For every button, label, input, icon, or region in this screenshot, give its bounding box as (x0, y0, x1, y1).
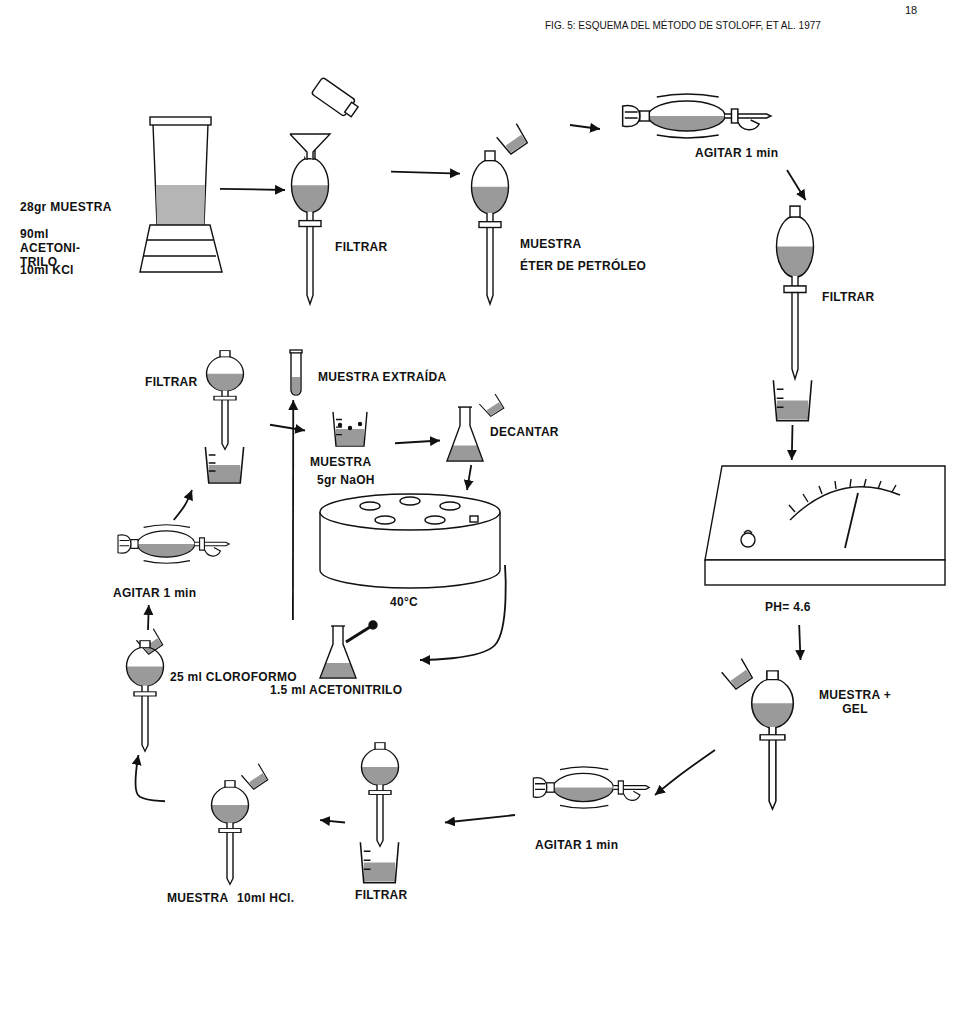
process-step: FILTRAR (140, 345, 270, 490)
flow-arrow (391, 172, 460, 174)
flow-arrow (395, 441, 440, 444)
shaking-funnel (533, 767, 649, 808)
step-label: 1.5 ml ACETONITRILO (270, 683, 402, 697)
shaking-funnel (118, 525, 229, 564)
step-label: AGITAR 1 min (695, 146, 778, 160)
filter-funnel (205, 351, 243, 483)
process-step: AGITAR 1 min (515, 760, 655, 860)
process-step: DECANTAR (440, 395, 565, 465)
step-label: MUESTRA + GEL (815, 688, 895, 716)
step-label: MUESTRA (520, 237, 581, 251)
step-label: 25 ml CLOROFORMO (170, 670, 297, 684)
naoh-beaker (333, 412, 367, 446)
process-step: PH= 4.6 (700, 460, 948, 625)
step-label: FILTRAR (335, 240, 388, 254)
process-step: FILTRAR (345, 740, 445, 905)
flow-arrow (420, 565, 506, 660)
process-step: MUESTRA 10ml HCl. (165, 765, 320, 910)
step-label: PH= 4.6 (765, 600, 811, 614)
process-step: MUESTRA ÉTER DE PETRÓLEO (460, 125, 660, 305)
process-step: 28gr MUESTRA 90ml ACETONI- TRILO10ml KCl (15, 115, 220, 279)
step-label: ÉTER DE PETRÓLEO (520, 259, 646, 273)
flow-arrow (320, 820, 345, 822)
step-label: 10ml HCl. (237, 891, 294, 905)
process-step: FILTRAR (285, 75, 391, 305)
step-label: DECANTAR (490, 425, 559, 439)
step-label: AGITAR 1 min (113, 586, 196, 600)
separatory-funnel (722, 659, 794, 810)
blender (140, 117, 222, 272)
step-label: 5gr NaOH (317, 473, 375, 487)
shaking-funnel (623, 94, 771, 138)
step-label: MUESTRA (310, 455, 371, 469)
figure-title: FIG. 5: ESQUEMA DEL MÉTODO DE STOLOFF, E… (545, 20, 821, 31)
process-step: MUESTRA + GEL (715, 660, 905, 810)
step-label: FILTRAR (355, 888, 408, 902)
flow-arrow (791, 425, 794, 460)
flow-arrow (467, 465, 471, 490)
flow-arrow (174, 490, 192, 520)
water-bath (320, 494, 500, 588)
flask-with-dropper (320, 621, 377, 678)
step-label: 40°C (390, 595, 418, 609)
filter-funnel (360, 743, 398, 883)
flow-arrow (147, 605, 150, 630)
step-label: MUESTRA (167, 891, 228, 905)
process-step: FILTRAR (760, 200, 890, 425)
filter-funnel (773, 206, 813, 421)
step-label: AGITAR 1 min (535, 838, 618, 852)
ph-meter (705, 466, 945, 585)
separatory-funnel (472, 124, 529, 304)
separatory-funnel (212, 764, 270, 885)
process-step: MUESTRA 5gr NaOH (305, 405, 395, 490)
step-label: 90ml ACETONI- TRILO (20, 227, 98, 269)
step-label: 28gr MUESTRA (20, 200, 112, 214)
test-tube (290, 350, 302, 395)
flow-arrow (655, 750, 715, 795)
step-label: 10ml KCl (20, 263, 74, 277)
flow-arrow (570, 125, 600, 129)
page-number: 18 (905, 4, 917, 16)
flow-arrow (292, 400, 294, 620)
step-label: MUESTRA EXTRAÍDA (318, 370, 446, 384)
process-step: 1.5 ml ACETONITRILO (265, 620, 420, 700)
process-step: MUESTRA EXTRAÍDA (285, 345, 450, 400)
flow-arrow (270, 425, 305, 431)
filter-funnel-setup (290, 77, 360, 304)
flow-arrow (787, 170, 806, 200)
process-step: 40°C (315, 490, 505, 615)
flow-arrow (799, 625, 800, 660)
flow-arrow (445, 815, 515, 823)
flow-arrow (136, 755, 165, 801)
step-label: FILTRAR (145, 375, 198, 389)
separatory-funnel (127, 629, 165, 752)
process-step: AGITAR 1 min (600, 88, 820, 170)
flow-arrow (220, 189, 285, 190)
step-label: FILTRAR (822, 290, 875, 304)
process-step: AGITAR 1 min (105, 520, 230, 605)
